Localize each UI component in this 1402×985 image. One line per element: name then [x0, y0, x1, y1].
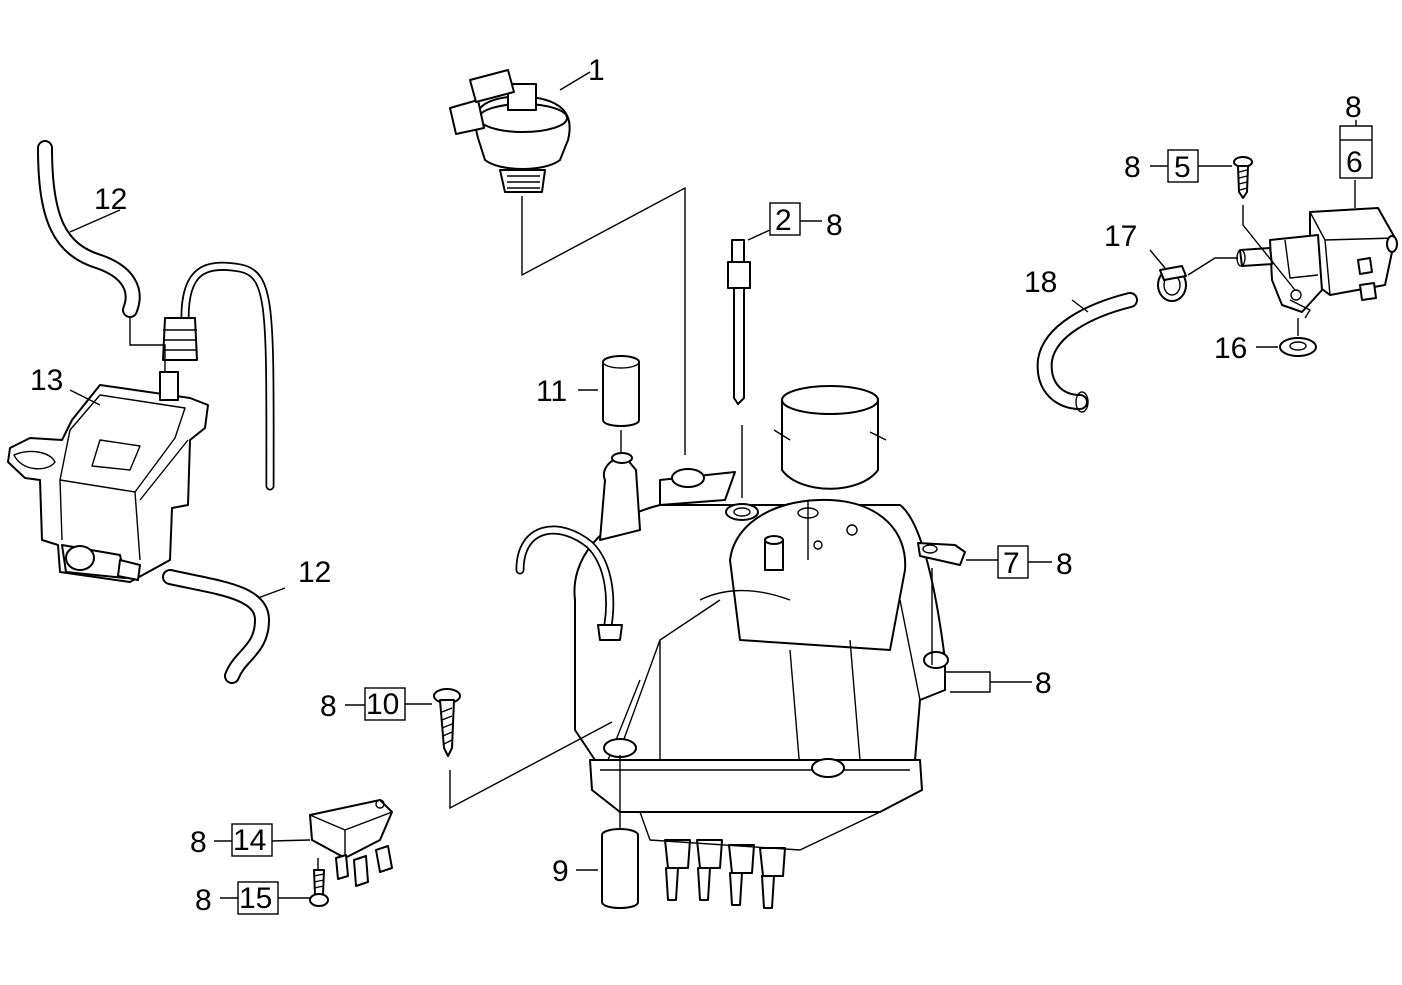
callout-7: 7	[1003, 547, 1020, 580]
ref-8: 8	[1056, 548, 1073, 581]
hose-18	[1036, 292, 1138, 413]
callout-6: 6	[1346, 146, 1363, 179]
callout-12: 12	[298, 556, 331, 589]
ref-8: 8	[195, 884, 212, 917]
callout-9: 9	[552, 855, 569, 888]
callout-14: 14	[233, 824, 266, 857]
callout-11: 11	[536, 375, 567, 408]
spacer-9	[601, 828, 639, 909]
spacer-11	[602, 355, 640, 427]
pressure-switch-1	[449, 69, 571, 193]
callout-18: 18	[1024, 266, 1057, 299]
gasket-16	[1279, 337, 1317, 357]
boiler-body	[515, 385, 949, 909]
temperature-probe-2	[727, 239, 751, 405]
callout-16: 16	[1214, 332, 1247, 365]
ref-8: 8	[190, 826, 207, 859]
micro-switch-14	[309, 799, 393, 887]
hose-12-lower	[162, 569, 271, 684]
callout-1: 1	[588, 54, 605, 87]
tube-upper-right	[180, 261, 275, 491]
screw-10	[433, 688, 461, 757]
terminal-7	[917, 542, 966, 566]
ref-8: 8	[320, 690, 337, 723]
solenoid-valve-6	[1236, 207, 1398, 319]
clamp-17	[1157, 265, 1187, 302]
callout-5: 5	[1174, 151, 1191, 184]
screw-5	[1233, 156, 1253, 199]
callout-2: 2	[775, 204, 792, 237]
callout-15: 15	[239, 882, 272, 915]
ref-8: 8	[1124, 151, 1141, 184]
ref-8: 8	[1035, 667, 1052, 700]
hose-12-upper	[37, 140, 141, 318]
ref-8: 8	[1345, 91, 1362, 124]
callout-13: 13	[30, 364, 63, 397]
ref-8: 8	[826, 209, 843, 242]
tank-13	[7, 317, 209, 583]
callout-12: 12	[94, 183, 127, 216]
callout-17: 17	[1104, 220, 1137, 253]
callout-10: 10	[366, 688, 399, 721]
screw-15	[309, 869, 329, 907]
